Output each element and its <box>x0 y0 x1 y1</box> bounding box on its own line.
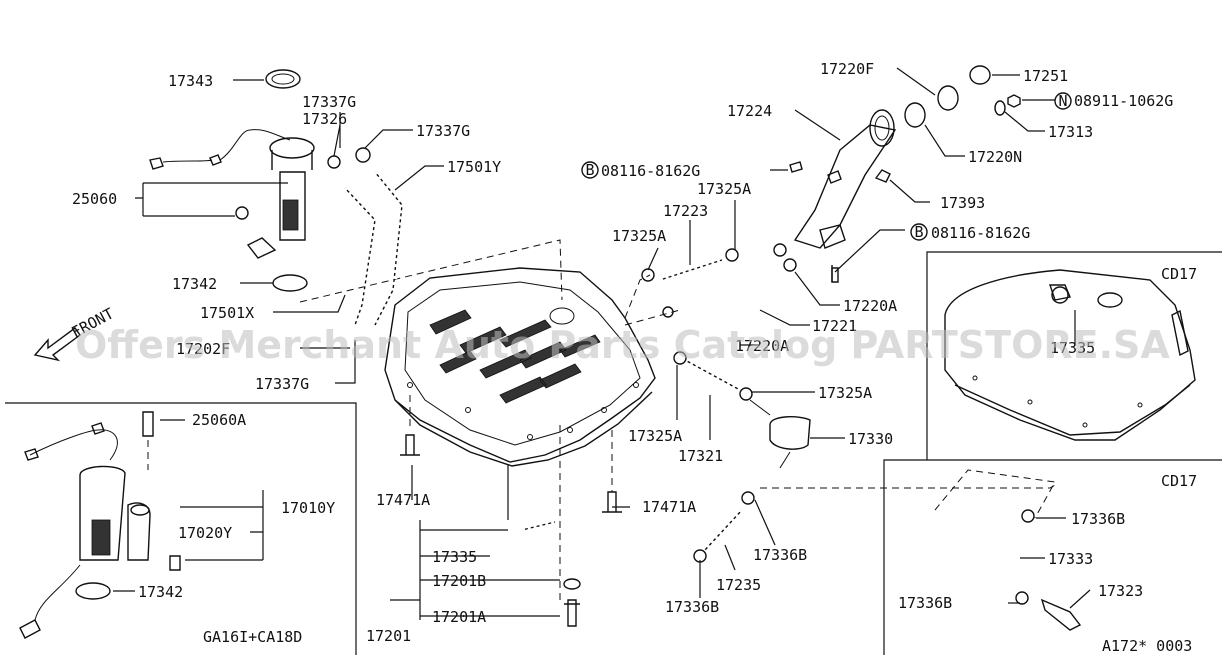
cap-17220F <box>937 85 959 111</box>
label-17337g-b[interactable]: 17337G <box>416 122 470 140</box>
filler-neck-17221 <box>789 65 1021 249</box>
bolt-17471A-b <box>602 491 622 513</box>
canister-17330 <box>769 416 811 450</box>
inset-frame-cd17-hose <box>883 459 1222 655</box>
label-17220a-b[interactable]: 17220A <box>735 337 789 355</box>
dash-leader-cd17 <box>760 484 1056 489</box>
label-engine-note: GA16I+CA18D <box>203 628 302 646</box>
dash-leader-vent <box>624 309 681 326</box>
inset-frame-ga16i <box>5 402 357 655</box>
dash-leader-pump <box>299 239 563 303</box>
cd17-tank <box>944 269 1196 441</box>
bolt-17201A <box>564 599 580 627</box>
label-17343[interactable]: 17343 <box>168 72 213 90</box>
label-17325a-d[interactable]: 17325A <box>628 427 682 445</box>
label-17201[interactable]: 17201 <box>366 627 411 645</box>
label-17010y[interactable]: 17010Y <box>281 499 335 517</box>
hose-17235 <box>704 509 743 551</box>
label-17326[interactable]: 17326 <box>302 110 347 128</box>
label-17235[interactable]: 17235 <box>716 576 761 594</box>
label-17330[interactable]: 17330 <box>848 430 893 448</box>
front-arrow-icon <box>33 327 81 362</box>
label-17220f[interactable]: 17220F <box>820 60 874 78</box>
ring-17342 <box>272 274 308 292</box>
label-17336b-a[interactable]: 17336B <box>753 546 807 564</box>
label-25060a[interactable]: 25060A <box>192 411 246 429</box>
label-17313[interactable]: 17313 <box>1048 123 1093 141</box>
label-17224[interactable]: 17224 <box>727 102 772 120</box>
label-25060[interactable]: 25060 <box>72 190 117 208</box>
label-17201b[interactable]: 17201B <box>432 572 486 590</box>
circle-b-text: B <box>585 161 594 179</box>
label-17221[interactable]: 17221 <box>812 317 857 335</box>
label-17323[interactable]: 17323 <box>1098 582 1143 600</box>
bolt-17471A-a <box>400 434 420 456</box>
label-17336b-c[interactable]: 17336B <box>1071 510 1125 528</box>
circle-n-text: N <box>1058 92 1067 110</box>
label-17471a-b[interactable]: 17471A <box>642 498 696 516</box>
ring-17342-b <box>75 582 111 600</box>
label-17336b-d[interactable]: 17336B <box>898 594 952 612</box>
dash-leader-filler <box>624 274 651 319</box>
label-17342-b[interactable]: 17342 <box>138 583 183 601</box>
label-cd17-b: CD17 <box>1161 472 1197 490</box>
label-17337g-a[interactable]: 17337G <box>302 93 356 111</box>
inset-frame-cd17-tank <box>926 251 1222 460</box>
label-cd17-a: CD17 <box>1161 265 1197 283</box>
label-17251[interactable]: 17251 <box>1023 67 1068 85</box>
label-17321[interactable]: 17321 <box>678 447 723 465</box>
circle-b-icon <box>581 161 599 179</box>
label-17336b-b[interactable]: 17336B <box>665 598 719 616</box>
label-17223[interactable]: 17223 <box>663 202 708 220</box>
tube-17335 <box>521 521 556 531</box>
fuel-pump-17010Y <box>19 411 181 639</box>
gasket-17220N <box>904 102 926 128</box>
cap-17251 <box>969 65 991 85</box>
label-08116-8162g-a[interactable]: 08116-8162G <box>601 162 700 180</box>
fuel-pump-25060 <box>149 69 371 292</box>
fuel-tank-17201 <box>384 267 656 467</box>
label-17337g-c[interactable]: 17337G <box>255 375 309 393</box>
circle-n-icon <box>1054 92 1072 110</box>
ring-17343 <box>265 69 301 89</box>
circle-b-text-2: B <box>914 223 923 241</box>
label-17501y[interactable]: 17501Y <box>447 158 501 176</box>
cd17-hose <box>934 469 1082 631</box>
label-17220a[interactable]: 17220A <box>843 297 897 315</box>
label-17335-cd[interactable]: 17335 <box>1050 339 1095 357</box>
label-17471a-a[interactable]: 17471A <box>376 491 430 509</box>
label-08911-1062g[interactable]: 08911-1062G <box>1074 92 1173 110</box>
label-17393[interactable]: 17393 <box>940 194 985 212</box>
hose-17501 <box>342 170 406 327</box>
label-17501x[interactable]: 17501X <box>200 304 254 322</box>
label-17325a-a[interactable]: 17325A <box>697 180 751 198</box>
label-17201a[interactable]: 17201A <box>432 608 486 626</box>
label-08116-8162g-b[interactable]: 08116-8162G <box>931 224 1030 242</box>
leader-lines <box>113 67 1091 620</box>
label-17202f[interactable]: 17202F <box>176 340 230 358</box>
label-17325a-b[interactable]: 17325A <box>612 227 666 245</box>
label-17020y[interactable]: 17020Y <box>178 524 232 542</box>
label-17333[interactable]: 17333 <box>1048 550 1093 568</box>
label-17325a-c[interactable]: 17325A <box>818 384 872 402</box>
label-17220n[interactable]: 17220N <box>968 148 1022 166</box>
washer-17201B <box>563 578 581 590</box>
label-figure-code: A172* 0003 <box>1102 637 1192 655</box>
label-17335[interactable]: 17335 <box>432 548 477 566</box>
watermark-text: Offers Merchant Auto Parts Catalog PARTS… <box>75 323 1170 367</box>
circle-b-icon-2 <box>910 223 928 241</box>
label-17342-a[interactable]: 17342 <box>172 275 217 293</box>
